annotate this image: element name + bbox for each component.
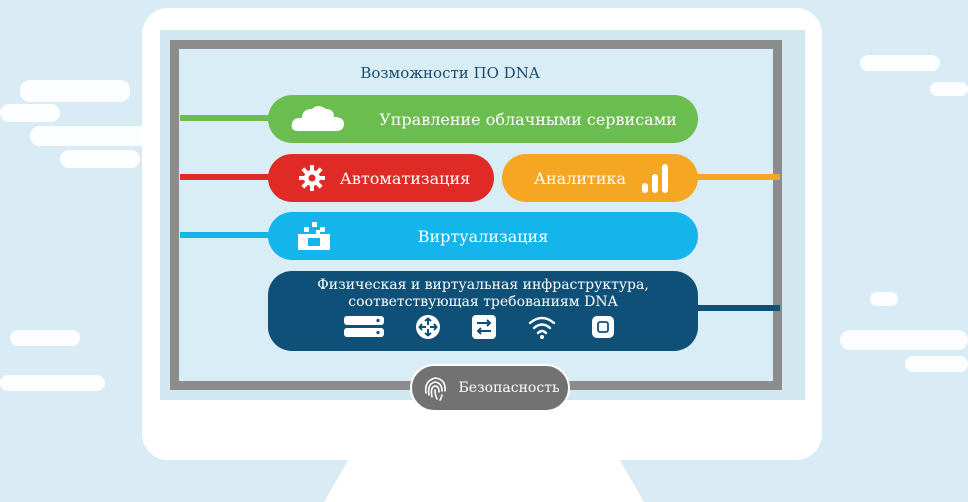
switch-icon — [472, 315, 496, 339]
infrastructure-label: Физическая и виртуальная инфраструктура,… — [317, 277, 649, 311]
security-label: Безопасность — [458, 380, 559, 396]
background-cloud — [860, 55, 940, 71]
diagram-title: Возможности ПО DNA — [300, 64, 600, 82]
wifi-icon — [528, 315, 556, 339]
access-point-icon — [592, 316, 614, 338]
infrastructure-label-line1: Физическая и виртуальная инфраструктура, — [317, 277, 649, 294]
background-cloud — [60, 150, 140, 168]
background-cloud — [930, 82, 968, 96]
background-cloud — [870, 292, 898, 306]
virtualization-label: Виртуализация — [418, 227, 549, 246]
cloud-icon — [290, 103, 346, 137]
infrastructure-connector-line — [690, 305, 780, 311]
router-icon — [416, 315, 440, 339]
virtualization-icon — [298, 222, 330, 254]
infrastructure-layer[interactable]: Физическая и виртуальная инфраструктура,… — [268, 271, 698, 351]
automation-label: Автоматизация — [340, 169, 470, 188]
background-cloud — [0, 375, 105, 391]
background-cloud — [905, 356, 968, 372]
analytics-layer[interactable]: Аналитика — [502, 154, 698, 202]
cloud-connector-line — [180, 115, 280, 121]
security-badge[interactable]: Безопасность — [410, 364, 570, 412]
analytics-connector-line — [690, 174, 780, 180]
monitor-stand — [324, 458, 644, 502]
cloud-management-layer[interactable]: Управление облачными сервисами — [268, 95, 698, 143]
background-cloud — [20, 80, 130, 102]
cloud-management-label: Управление облачными сервисами — [379, 110, 677, 129]
background-cloud — [0, 104, 60, 122]
fingerprint-icon — [420, 373, 450, 403]
background-cloud — [30, 126, 150, 146]
automation-connector-line — [180, 174, 280, 180]
background-cloud — [840, 330, 968, 350]
infrastructure-label-line2: соответствующая требованиям DNA — [317, 294, 649, 311]
automation-layer[interactable]: Автоматизация — [268, 154, 494, 202]
server-icon — [344, 316, 384, 338]
background-cloud — [10, 330, 80, 346]
bar-chart-icon — [642, 163, 668, 197]
virtualization-connector-line — [180, 232, 280, 238]
gear-icon — [298, 164, 326, 196]
virtualization-layer[interactable]: Виртуализация — [268, 212, 698, 260]
analytics-label: Аналитика — [534, 169, 626, 188]
